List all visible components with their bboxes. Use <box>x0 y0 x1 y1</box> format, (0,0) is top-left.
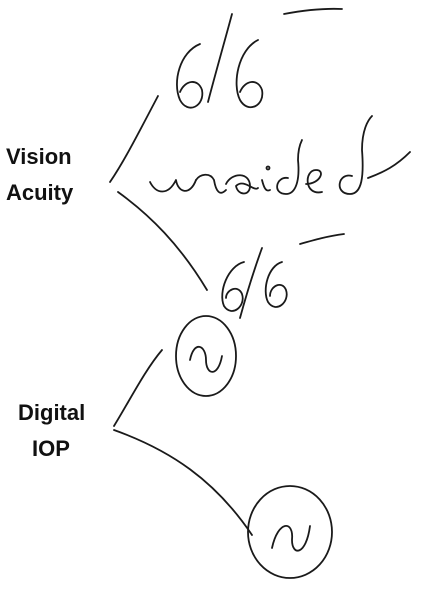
iop-bracket-lower-line <box>113 429 253 536</box>
digital-label-line1: Digital <box>18 400 86 425</box>
circled-symbol-upper <box>175 315 237 397</box>
vision-label-line2: Acuity <box>6 180 74 205</box>
handwritten-6-6-bottom <box>221 233 345 319</box>
vision-label-line1: Vision <box>6 144 72 169</box>
vision-bracket-upper-line <box>109 95 159 183</box>
digital-label-line2: IOP <box>32 436 70 461</box>
circled-symbol-lower <box>247 485 333 579</box>
handwritten-unaided <box>149 115 411 195</box>
vision-bracket-lower-line <box>117 191 208 291</box>
handwritten-6-6-top <box>176 7 343 109</box>
iop-bracket-upper-line <box>113 349 163 427</box>
